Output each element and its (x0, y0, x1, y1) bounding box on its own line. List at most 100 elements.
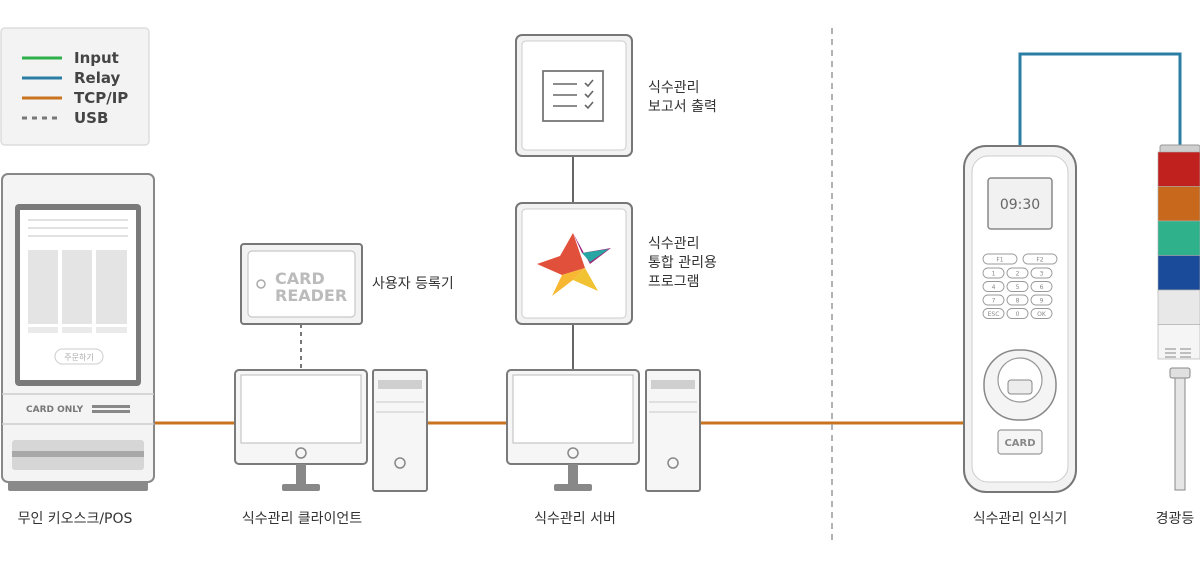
kiosk-label: 무인 키오스크/POS (18, 511, 133, 527)
star-logo-part (552, 268, 585, 296)
kiosk-menu-caption (62, 327, 92, 333)
kiosk-order-button-label: 주문하기 (64, 352, 93, 362)
card-reader-led (256, 279, 266, 289)
report-label-line1: 식수관리 (648, 80, 700, 96)
server-monitor-neck (568, 464, 578, 484)
checklist-icon-frame (542, 70, 604, 122)
client-tower-power-icon (394, 457, 406, 469)
tower-light-segment (1157, 186, 1200, 222)
report-device (515, 34, 633, 157)
legend: Input Relay TCP/IP USB (0, 27, 150, 146)
kiosk-menu-item (62, 250, 92, 324)
keypad-key (1030, 281, 1053, 292)
client-tower-bay (378, 380, 422, 389)
star-logo-icon (537, 233, 611, 296)
keypad-key (1030, 308, 1053, 319)
client-monitor-power-icon (295, 447, 307, 459)
checklist-icon-check (584, 101, 594, 110)
program-label-line3: 프로그램 (648, 274, 700, 290)
program-label-line2: 통합 관리용 (648, 255, 717, 271)
keypad-key-label: 1 (992, 271, 996, 278)
tower-light-label: 경광등 (1156, 511, 1195, 527)
keypad-key-label: 4 (992, 284, 996, 291)
client-monitor-neck (296, 464, 306, 484)
terminal-label: 식수관리 인식기 (973, 511, 1068, 527)
terminal-card-area (997, 429, 1043, 455)
keypad-key-label: 2 (1016, 271, 1020, 278)
keypad-key-label: 0 (1016, 311, 1020, 318)
kiosk-order-button (54, 348, 104, 365)
tower-light-segments (1157, 151, 1200, 360)
keypad-key (982, 267, 1005, 279)
kiosk-menu-caption (96, 327, 127, 333)
checklist-icon (542, 70, 604, 122)
program-device (515, 202, 633, 325)
star-logo-part (537, 233, 585, 275)
keypad-key (1030, 294, 1053, 306)
terminal-time: 09:30 (1000, 197, 1040, 213)
client-monitor-screen (240, 374, 362, 444)
kiosk-receipt-slot (12, 451, 144, 457)
server-tower-power-icon (667, 457, 679, 469)
keypad-key-label: 9 (1040, 298, 1044, 305)
kiosk-card-slot (92, 405, 130, 408)
client-tower (372, 369, 428, 492)
kiosk-card-slot (92, 410, 130, 413)
keypad-key (1006, 294, 1029, 306)
card-reader-text-line2: READER (275, 286, 347, 305)
tower-light-segment (1157, 324, 1200, 360)
relay-line-terminal-tower (1018, 52, 1182, 148)
keypad-key (982, 294, 1005, 306)
server-monitor-stand (554, 484, 592, 491)
keypad-key-label: 6 (1040, 284, 1044, 291)
card-reader-label: 사용자 등록기 (372, 276, 454, 292)
fingerprint-sensor-window (1007, 379, 1033, 395)
keypad-key-label: 8 (1016, 298, 1020, 305)
card-reader: CARD READER (240, 243, 363, 325)
keypad-key (982, 308, 1005, 319)
client-label: 식수관리 클라이언트 (242, 511, 362, 527)
kiosk-menu-caption (28, 327, 58, 333)
keypad-key (982, 281, 1005, 292)
server-monitor-screen (512, 374, 634, 444)
kiosk-menu-item (28, 250, 58, 324)
tower-light-segment (1157, 220, 1200, 256)
program-label-line1: 식수관리 (648, 236, 700, 252)
kiosk-menu-item (96, 250, 127, 324)
kiosk-base (8, 481, 148, 491)
keypad-key-label: 7 (992, 298, 996, 305)
server-tower (645, 369, 701, 492)
server-monitor-power-icon (567, 447, 579, 459)
keypad-key (1030, 267, 1053, 279)
keypad-key-label: F1 (996, 257, 1003, 264)
keypad-key-label: OK (1037, 311, 1047, 318)
tower-light-segment (1157, 289, 1200, 325)
tower-light-segment (1157, 151, 1200, 187)
keypad-key-label: 3 (1040, 271, 1044, 278)
card-reader-face (247, 250, 356, 318)
kiosk-card-only-label: CARD ONLY (26, 405, 84, 415)
card-reader-text-line1: CARD (275, 269, 325, 288)
tower-light (1157, 144, 1200, 491)
report-label-line2: 보고서 출력 (648, 99, 717, 115)
star-logo-part (582, 249, 609, 262)
legend-label-tcpip: TCP/IP (74, 89, 128, 107)
kiosk: 주문하기 CARD ONLY (1, 173, 155, 491)
keypad-key (1006, 281, 1029, 292)
keypad-key (1006, 308, 1029, 319)
checklist-icon-check (584, 79, 594, 88)
legend-label-usb: USB (74, 109, 108, 127)
checklist-icon-check (584, 90, 594, 99)
keypad-key-label: ESC (988, 311, 1000, 318)
keypad-key (1022, 253, 1058, 265)
legend-label-relay: Relay (74, 69, 121, 87)
client-monitor-stand (282, 484, 320, 491)
keypad-key-label: F2 (1036, 257, 1043, 264)
legend-label-input: Input (74, 49, 119, 67)
server-tower-bay (651, 380, 695, 389)
keypad-key (982, 253, 1018, 265)
terminal-card-text: CARD (1004, 438, 1035, 449)
